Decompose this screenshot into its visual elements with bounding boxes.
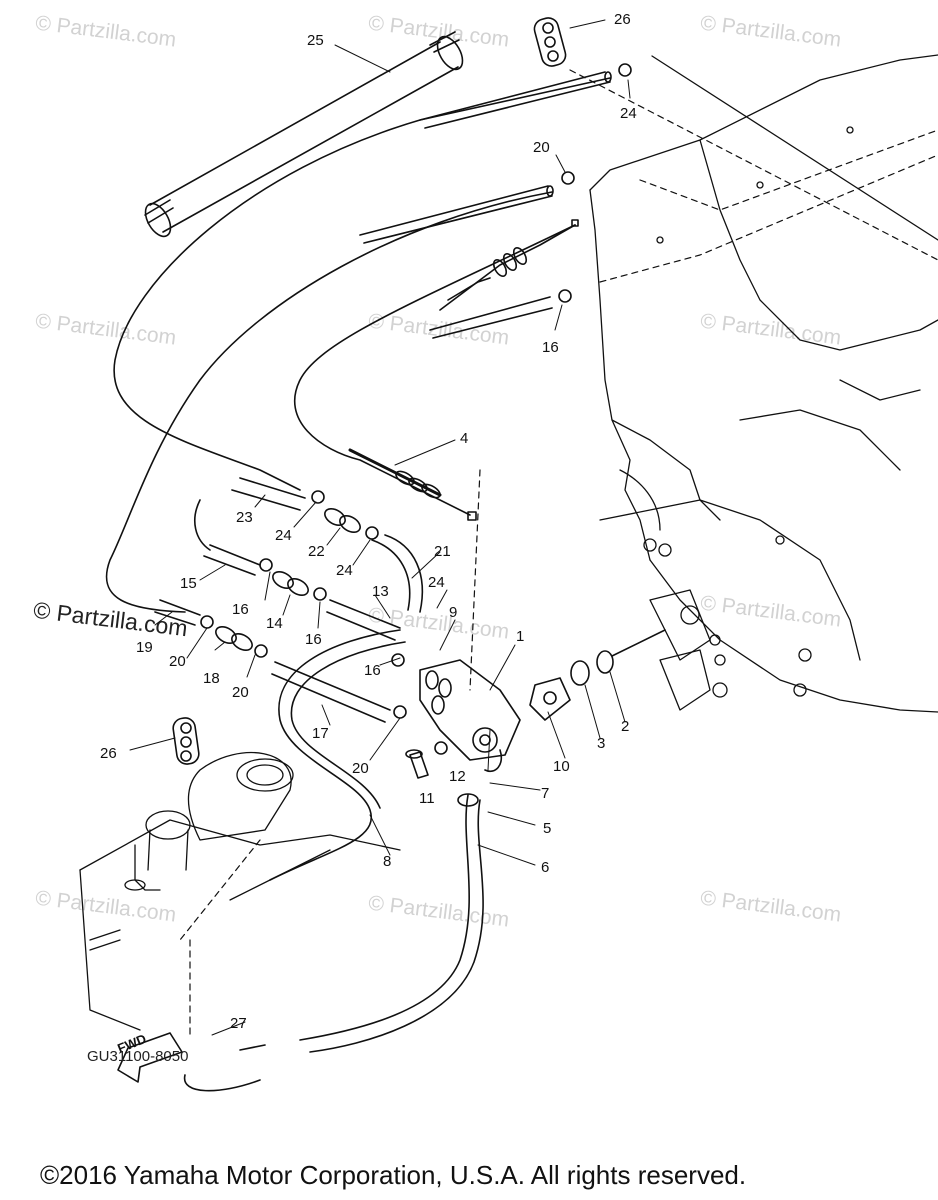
- part-26-grommet-lower: [172, 717, 200, 765]
- callout-20: 20: [533, 139, 550, 156]
- copyright-notice: ©2016 Yamaha Motor Corporation, U.S.A. A…: [40, 1160, 747, 1190]
- callout-16: 16: [542, 339, 559, 356]
- callout-1: 1: [516, 628, 524, 645]
- engine-block: [589, 54, 938, 713]
- callout-18: 18: [203, 670, 220, 687]
- callout-9: 9: [449, 604, 457, 621]
- callout-3: 3: [597, 735, 605, 752]
- callout-26: 26: [100, 745, 117, 762]
- callout-23: 23: [236, 509, 253, 526]
- callout-26: 26: [614, 11, 631, 28]
- callout-24: 24: [428, 574, 445, 591]
- callout-5: 5: [543, 820, 551, 837]
- part-1-pump: [419, 659, 521, 772]
- clamp-icon: [618, 63, 632, 77]
- callout-24: 24: [275, 527, 292, 544]
- callout-21: 21: [434, 543, 451, 560]
- callout-16: 16: [232, 601, 249, 618]
- callout-14: 14: [266, 615, 283, 632]
- callout-11: 11: [419, 790, 435, 807]
- callout-7: 7: [541, 785, 549, 802]
- callout-12: 12: [449, 768, 466, 785]
- clamp-icon: [561, 171, 575, 185]
- callout-labels: 25 26 24 20 16 4 21 24 9 1 2 3 10 7 5 6 …: [100, 11, 637, 1032]
- callout-22: 22: [308, 543, 325, 560]
- callout-20: 20: [352, 760, 369, 777]
- callout-10: 10: [553, 758, 570, 775]
- callout-4: 4: [460, 430, 468, 447]
- callout-24: 24: [620, 105, 637, 122]
- clamp-icon: [558, 289, 572, 303]
- callout-24: 24: [336, 562, 353, 579]
- callout-13: 13: [372, 583, 389, 600]
- callout-8: 8: [383, 853, 391, 870]
- oil-tank: [79, 751, 401, 1031]
- callout-20: 20: [169, 653, 186, 670]
- callout-15: 15: [180, 575, 197, 592]
- diagram-code: GU31100-8050: [87, 1048, 189, 1065]
- fwd-arrow-icon: [117, 1032, 183, 1083]
- callout-17: 17: [312, 725, 329, 742]
- part-25-tube: [144, 31, 464, 238]
- callout-16: 16: [364, 662, 381, 679]
- callout-25: 25: [307, 32, 324, 49]
- callout-16: 16: [305, 631, 322, 648]
- callout-2: 2: [621, 718, 629, 735]
- callout-6: 6: [541, 859, 549, 876]
- callout-27: 27: [230, 1015, 247, 1032]
- callout-19: 19: [136, 639, 153, 656]
- callout-20: 20: [232, 684, 249, 701]
- part-26-grommet: [533, 17, 567, 67]
